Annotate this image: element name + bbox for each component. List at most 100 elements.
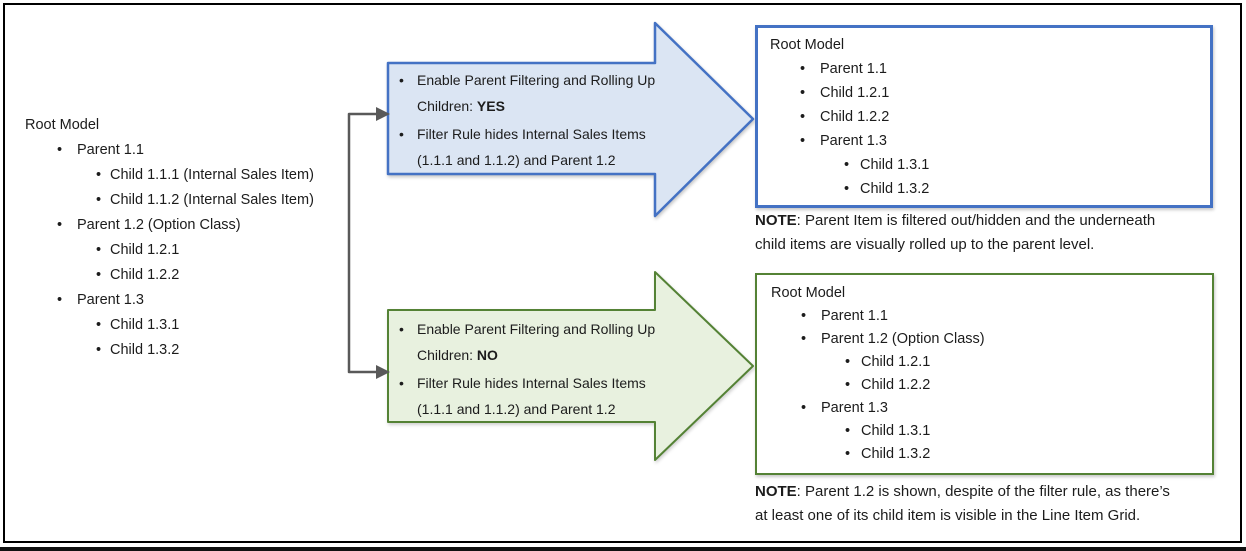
bullet-icon bbox=[96, 313, 110, 338]
arrow-text-line: (1.1.1 and 1.1.2) and Parent 1.2 bbox=[417, 152, 616, 168]
tree-item-label: Parent 1.3 bbox=[821, 400, 888, 416]
note-label: NOTE bbox=[755, 212, 797, 229]
bullet-icon bbox=[399, 121, 417, 147]
tree-item-label: Child 1.3.2 bbox=[110, 342, 180, 358]
tree-item: Child 1.2.1 bbox=[845, 351, 1212, 374]
note-line: NOTE: Parent 1.2 is shown, despite of th… bbox=[755, 483, 1170, 500]
tree-item: Parent 1.1 bbox=[57, 138, 314, 163]
note-filter-yes: NOTE: Parent Item is filtered out/hidden… bbox=[755, 209, 1155, 256]
tree-item-label: Parent 1.3 bbox=[77, 292, 144, 308]
bullet-icon bbox=[801, 328, 821, 351]
connector-line bbox=[347, 112, 377, 374]
tree-item-label: Child 1.3.2 bbox=[860, 181, 930, 197]
blue-block-arrow bbox=[386, 21, 755, 218]
tree-item-label: Child 1.2.1 bbox=[820, 85, 890, 101]
arrow-text-line: Enable Parent Filtering and Rolling Up bbox=[417, 72, 656, 88]
result-box-filter-no: Root Model Parent 1.1 Parent 1.2 (Option… bbox=[755, 273, 1214, 475]
bullet-icon bbox=[96, 238, 110, 263]
bullet-icon bbox=[844, 153, 860, 177]
tree-item: Parent 1.1 bbox=[801, 305, 1212, 328]
arrow-text-line: Filter Rule hides Internal Sales Items bbox=[417, 126, 646, 142]
tree-item-label: Root Model bbox=[771, 285, 846, 301]
arrow-text-line: Enable Parent Filtering and Rolling Up bbox=[417, 321, 656, 337]
note-line: at least one of its child item is visibl… bbox=[755, 506, 1141, 524]
tree-item: Root Model bbox=[770, 33, 1210, 57]
tree-item-label: Child 1.3.1 bbox=[110, 317, 180, 333]
tree-item: Child 1.2.2 bbox=[800, 105, 1210, 129]
tree-item: Child 1.2.2 bbox=[96, 263, 314, 288]
tree-item: Child 1.3.2 bbox=[844, 177, 1210, 201]
note-filter-no: NOTE: Parent 1.2 is shown, despite of th… bbox=[755, 480, 1170, 527]
bullet-icon bbox=[845, 420, 861, 443]
tree-item-label: Parent 1.2 (Option Class) bbox=[77, 217, 241, 233]
bullet-icon bbox=[96, 338, 110, 363]
tree-item-label: Child 1.3.1 bbox=[861, 423, 931, 439]
bullet-icon bbox=[800, 81, 820, 105]
tree-item: Child 1.3.1 bbox=[844, 153, 1210, 177]
bullet-icon bbox=[800, 129, 820, 153]
bullet-icon bbox=[845, 374, 861, 397]
tree-item-label: Parent 1.1 bbox=[821, 308, 888, 324]
tree-item-label: Parent 1.3 bbox=[820, 133, 887, 149]
tree-item-label: Child 1.2.1 bbox=[110, 242, 180, 258]
bullet-icon bbox=[399, 370, 417, 396]
bullet-icon bbox=[399, 316, 417, 342]
tree-item-label: Child 1.2.1 bbox=[861, 354, 931, 370]
source-tree: Root Model Parent 1.1 Child 1.1.1 (Inter… bbox=[25, 113, 314, 363]
bullet-icon bbox=[801, 397, 821, 420]
arrow-text-line: Filter Rule hides Internal Sales Items bbox=[417, 375, 646, 391]
diagram-border bbox=[3, 3, 1242, 543]
bullet-icon bbox=[57, 288, 77, 313]
green-block-arrow bbox=[387, 271, 754, 461]
arrow-bullet-item: Enable Parent Filtering and Rolling Up C… bbox=[399, 67, 669, 119]
bullet-icon bbox=[845, 351, 861, 374]
tree-item: Root Model bbox=[771, 282, 1212, 305]
tree-item: Child 1.2.1 bbox=[800, 81, 1210, 105]
bullet-icon bbox=[800, 57, 820, 81]
tree-item: Parent 1.1 bbox=[800, 57, 1210, 81]
bullet-icon bbox=[399, 67, 417, 93]
bullet-icon bbox=[96, 188, 110, 213]
arrow-text-line: (1.1.1 and 1.1.2) and Parent 1.2 bbox=[417, 401, 616, 417]
tree-item: Child 1.2.2 bbox=[845, 374, 1212, 397]
tree-item: Parent 1.3 bbox=[57, 288, 314, 313]
tree-item: Child 1.3.2 bbox=[845, 443, 1212, 466]
note-line: child items are visually rolled up to th… bbox=[755, 235, 1095, 253]
tree-item: Parent 1.2 (Option Class) bbox=[801, 328, 1212, 351]
tree-item: Child 1.1.1 (Internal Sales Item) bbox=[96, 163, 314, 188]
arrow-bold-value: YES bbox=[476, 98, 505, 114]
tree-item-label: Parent 1.2 (Option Class) bbox=[821, 331, 985, 347]
tree-item-label: Child 1.1.2 (Internal Sales Item) bbox=[110, 192, 314, 208]
arrow-bold-value: NO bbox=[476, 347, 498, 363]
tree-item-label: Root Model bbox=[25, 117, 100, 133]
tree-item: Child 1.3.2 bbox=[96, 338, 314, 363]
result-tree: Root Model Parent 1.1 Parent 1.2 (Option… bbox=[771, 282, 1212, 466]
tree-item: Child 1.3.1 bbox=[96, 313, 314, 338]
result-box-filter-yes: Root Model Parent 1.1 Child 1.2.1 Child … bbox=[755, 25, 1213, 208]
tree-item-label: Parent 1.1 bbox=[820, 61, 887, 77]
tree-item-label: Child 1.2.2 bbox=[820, 109, 890, 125]
bullet-icon bbox=[844, 177, 860, 201]
arrow-bullet-item: Filter Rule hides Internal Sales Items (… bbox=[399, 121, 669, 173]
tree-item: Root Model bbox=[25, 113, 314, 138]
tree-item: Parent 1.3 bbox=[801, 397, 1212, 420]
arrow-bullet-item: Filter Rule hides Internal Sales Items (… bbox=[399, 370, 669, 422]
bullet-icon bbox=[845, 443, 861, 466]
connector-arrowhead-bottom bbox=[376, 365, 390, 379]
arrow-bullet-item: Enable Parent Filtering and Rolling Up C… bbox=[399, 316, 669, 368]
bullet-icon bbox=[96, 263, 110, 288]
green-arrow-text: Enable Parent Filtering and Rolling Up C… bbox=[399, 316, 669, 422]
bullet-icon bbox=[57, 138, 77, 163]
tree-item: Parent 1.2 (Option Class) bbox=[57, 213, 314, 238]
tree-item: Child 1.1.2 (Internal Sales Item) bbox=[96, 188, 314, 213]
tree-item: Child 1.2.1 bbox=[96, 238, 314, 263]
tree-item-label: Child 1.1.1 (Internal Sales Item) bbox=[110, 167, 314, 183]
arrow-text-line: Children: NO bbox=[417, 347, 498, 363]
connector-arrowhead-top bbox=[376, 107, 390, 121]
note-line: NOTE: Parent Item is filtered out/hidden… bbox=[755, 212, 1156, 229]
tree-item-label: Parent 1.1 bbox=[77, 142, 144, 158]
tree-item: Parent 1.3 bbox=[800, 129, 1210, 153]
note-label: NOTE bbox=[755, 483, 797, 500]
bullet-icon bbox=[96, 163, 110, 188]
